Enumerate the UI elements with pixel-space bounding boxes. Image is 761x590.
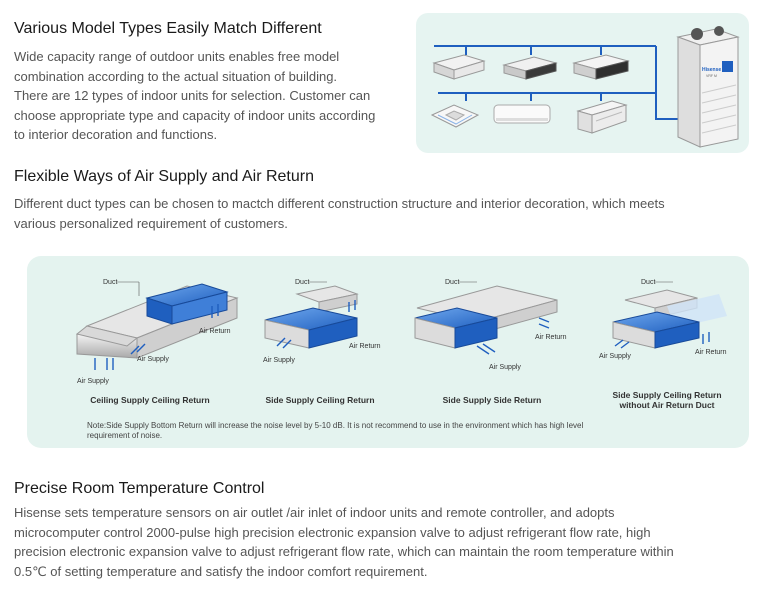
air-return-label: Air Return bbox=[349, 343, 381, 350]
duct-label: Duct bbox=[295, 279, 309, 286]
indoor-units-diagram: Hisense VRF M bbox=[430, 26, 740, 148]
indoor-units-diagram-panel: Hisense VRF M bbox=[416, 13, 749, 153]
caption-side-supply-ceiling-return: Side Supply Ceiling Return bbox=[265, 395, 375, 405]
outdoor-unit-brand: Hisense bbox=[702, 67, 721, 73]
duct-label: Duct bbox=[103, 279, 117, 286]
air-flow-arrows bbox=[276, 300, 356, 349]
caption-line: without Air Return Duct bbox=[619, 400, 715, 410]
caption-side-supply-side-return: Side Supply Side Return bbox=[442, 395, 542, 405]
section3-line: precision electronic expansion valve to … bbox=[14, 544, 674, 559]
section2-line: Different duct types can be chosen to ma… bbox=[14, 196, 665, 211]
air-flow-arrows bbox=[614, 332, 710, 349]
caption-ceiling-supply-ceiling-return: Ceiling Supply Ceiling Return bbox=[90, 395, 210, 405]
duct-diagrams: Duct Air Return Air Supply Air Supply Du… bbox=[75, 279, 727, 385]
section3-line: Hisense sets temperature sensors on air … bbox=[14, 505, 615, 520]
outdoor-unit-model: VRF M bbox=[706, 74, 717, 78]
duct-label: Duct bbox=[445, 279, 459, 286]
note-line: requirement of noise. bbox=[87, 431, 163, 440]
air-supply-label: Air Supply bbox=[137, 356, 169, 363]
section3-body: Hisense sets temperature sensors on air … bbox=[14, 503, 754, 581]
outdoor-unit-icon: Hisense VRF M bbox=[676, 26, 740, 148]
slim-duct-unit-icon bbox=[502, 56, 558, 80]
diagram-side-supply-side-return: Duct Air Return Air Supply bbox=[414, 279, 567, 371]
section1-title: Various Model Types Easily Match Differe… bbox=[14, 20, 322, 37]
section3-line: microcomputer control 2000-pulse high pr… bbox=[14, 524, 651, 540]
air-supply-return-panel: Duct Air Return Air Supply Air Supply Du… bbox=[27, 256, 749, 448]
diagram-ceiling-supply-ceiling-return: Duct Air Return Air Supply Air Supply bbox=[75, 279, 239, 385]
section2-line: various personalized requirement of cust… bbox=[14, 215, 288, 231]
section1-line: There are 12 types of indoor units for s… bbox=[14, 88, 371, 103]
air-supply-label: Air Supply bbox=[489, 364, 521, 371]
air-return-label: Air Return bbox=[535, 334, 567, 341]
section3-line: 0.5℃ of setting temperature and satisfy … bbox=[14, 563, 428, 579]
diagram-side-supply-ceiling-return: Duct Air Return Air Supply bbox=[263, 279, 381, 364]
high-static-duct-unit-icon bbox=[572, 54, 630, 80]
section1-line: combination according to the actual situ… bbox=[14, 68, 338, 84]
section1-line: Wide capacity range of outdoor units ena… bbox=[14, 49, 340, 64]
air-flow-arrows bbox=[94, 304, 219, 370]
section2-title: Flexible Ways of Air Supply and Air Retu… bbox=[14, 168, 314, 185]
air-return-label: Air Return bbox=[199, 328, 231, 335]
section3-title: Precise Room Temperature Control bbox=[14, 480, 265, 497]
duct-label: Duct bbox=[641, 279, 655, 286]
cassette-unit-icon bbox=[430, 104, 480, 128]
air-supply-label: Air Supply bbox=[599, 353, 631, 360]
diagram-side-supply-ceiling-return-no-duct: Duct Air Return Air Supply bbox=[599, 279, 727, 360]
note-line: Note:Side Supply Bottom Return will incr… bbox=[87, 421, 584, 430]
caption-line: Side Supply Ceiling Return bbox=[612, 390, 722, 400]
caption-side-supply-ceiling-return-no-duct: Side Supply Ceiling Return without Air R… bbox=[587, 390, 747, 410]
ceiling-duct-unit-icon bbox=[432, 54, 486, 80]
section1-body: Wide capacity range of outdoor units ena… bbox=[14, 47, 414, 145]
air-return-label: Air Return bbox=[695, 349, 727, 356]
air-supply-label: Air Supply bbox=[263, 357, 295, 364]
refrigerant-piping bbox=[434, 45, 678, 120]
section1-line: choose appropriate type and capacity of … bbox=[14, 107, 376, 123]
noise-note: Note:Side Supply Bottom Return will incr… bbox=[87, 421, 727, 441]
floor-ceiling-unit-icon bbox=[576, 100, 628, 134]
air-supply-label: Air Supply bbox=[77, 378, 109, 385]
section1-line: to interior decoration and functions. bbox=[14, 127, 218, 142]
air-flow-arrows bbox=[476, 317, 550, 355]
brand-badge-icon bbox=[722, 61, 733, 72]
section2-body: Different duct types can be chosen to ma… bbox=[14, 194, 749, 233]
wall-mounted-unit-icon bbox=[493, 104, 551, 124]
